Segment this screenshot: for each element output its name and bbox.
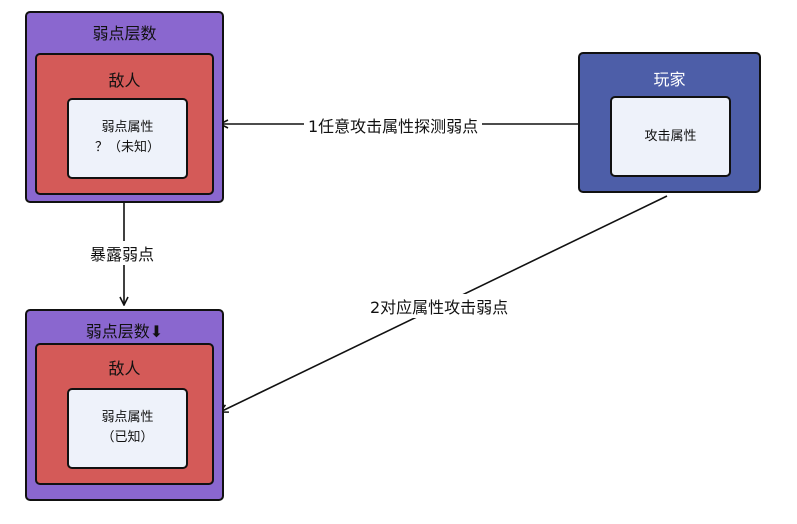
player-title: 玩家	[653, 70, 686, 89]
bottom-weakness-layer-group: 弱点层数⬇ 敌人 弱点属性 （已知）	[25, 309, 224, 501]
hit-edge-label: 2对应属性攻击弱点	[366, 294, 513, 318]
top-card-line2: ？（未知）	[94, 140, 160, 155]
expose-edge-label: 暴露弱点	[86, 241, 159, 265]
bottom-enemy-title: 敌人	[108, 359, 141, 378]
player-box: 玩家 攻击属性	[578, 52, 761, 193]
bottom-weakness-card: 弱点属性 （已知）	[67, 388, 188, 469]
bottom-card-line2: （已知）	[101, 430, 154, 445]
top-weakness-layer-group: 弱点层数 敌人 弱点属性 ？（未知）	[25, 11, 224, 203]
player-attack-card: 攻击属性	[610, 96, 731, 177]
top-enemy-title: 敌人	[108, 71, 141, 90]
top-enemy-box: 敌人 弱点属性 ？（未知）	[35, 53, 214, 195]
top-weakness-card: 弱点属性 ？（未知）	[67, 98, 188, 179]
player-card-label: 攻击属性	[644, 129, 697, 144]
top-card-line1: 弱点属性	[101, 120, 154, 135]
bottom-enemy-box: 敌人 弱点属性 （已知）	[35, 343, 214, 485]
bottom-group-title: 弱点层数⬇	[85, 322, 164, 341]
bottom-card-line1: 弱点属性	[101, 410, 154, 425]
probe-edge-label: 1任意攻击属性探测弱点	[304, 113, 483, 137]
top-group-title: 弱点层数	[92, 24, 157, 43]
